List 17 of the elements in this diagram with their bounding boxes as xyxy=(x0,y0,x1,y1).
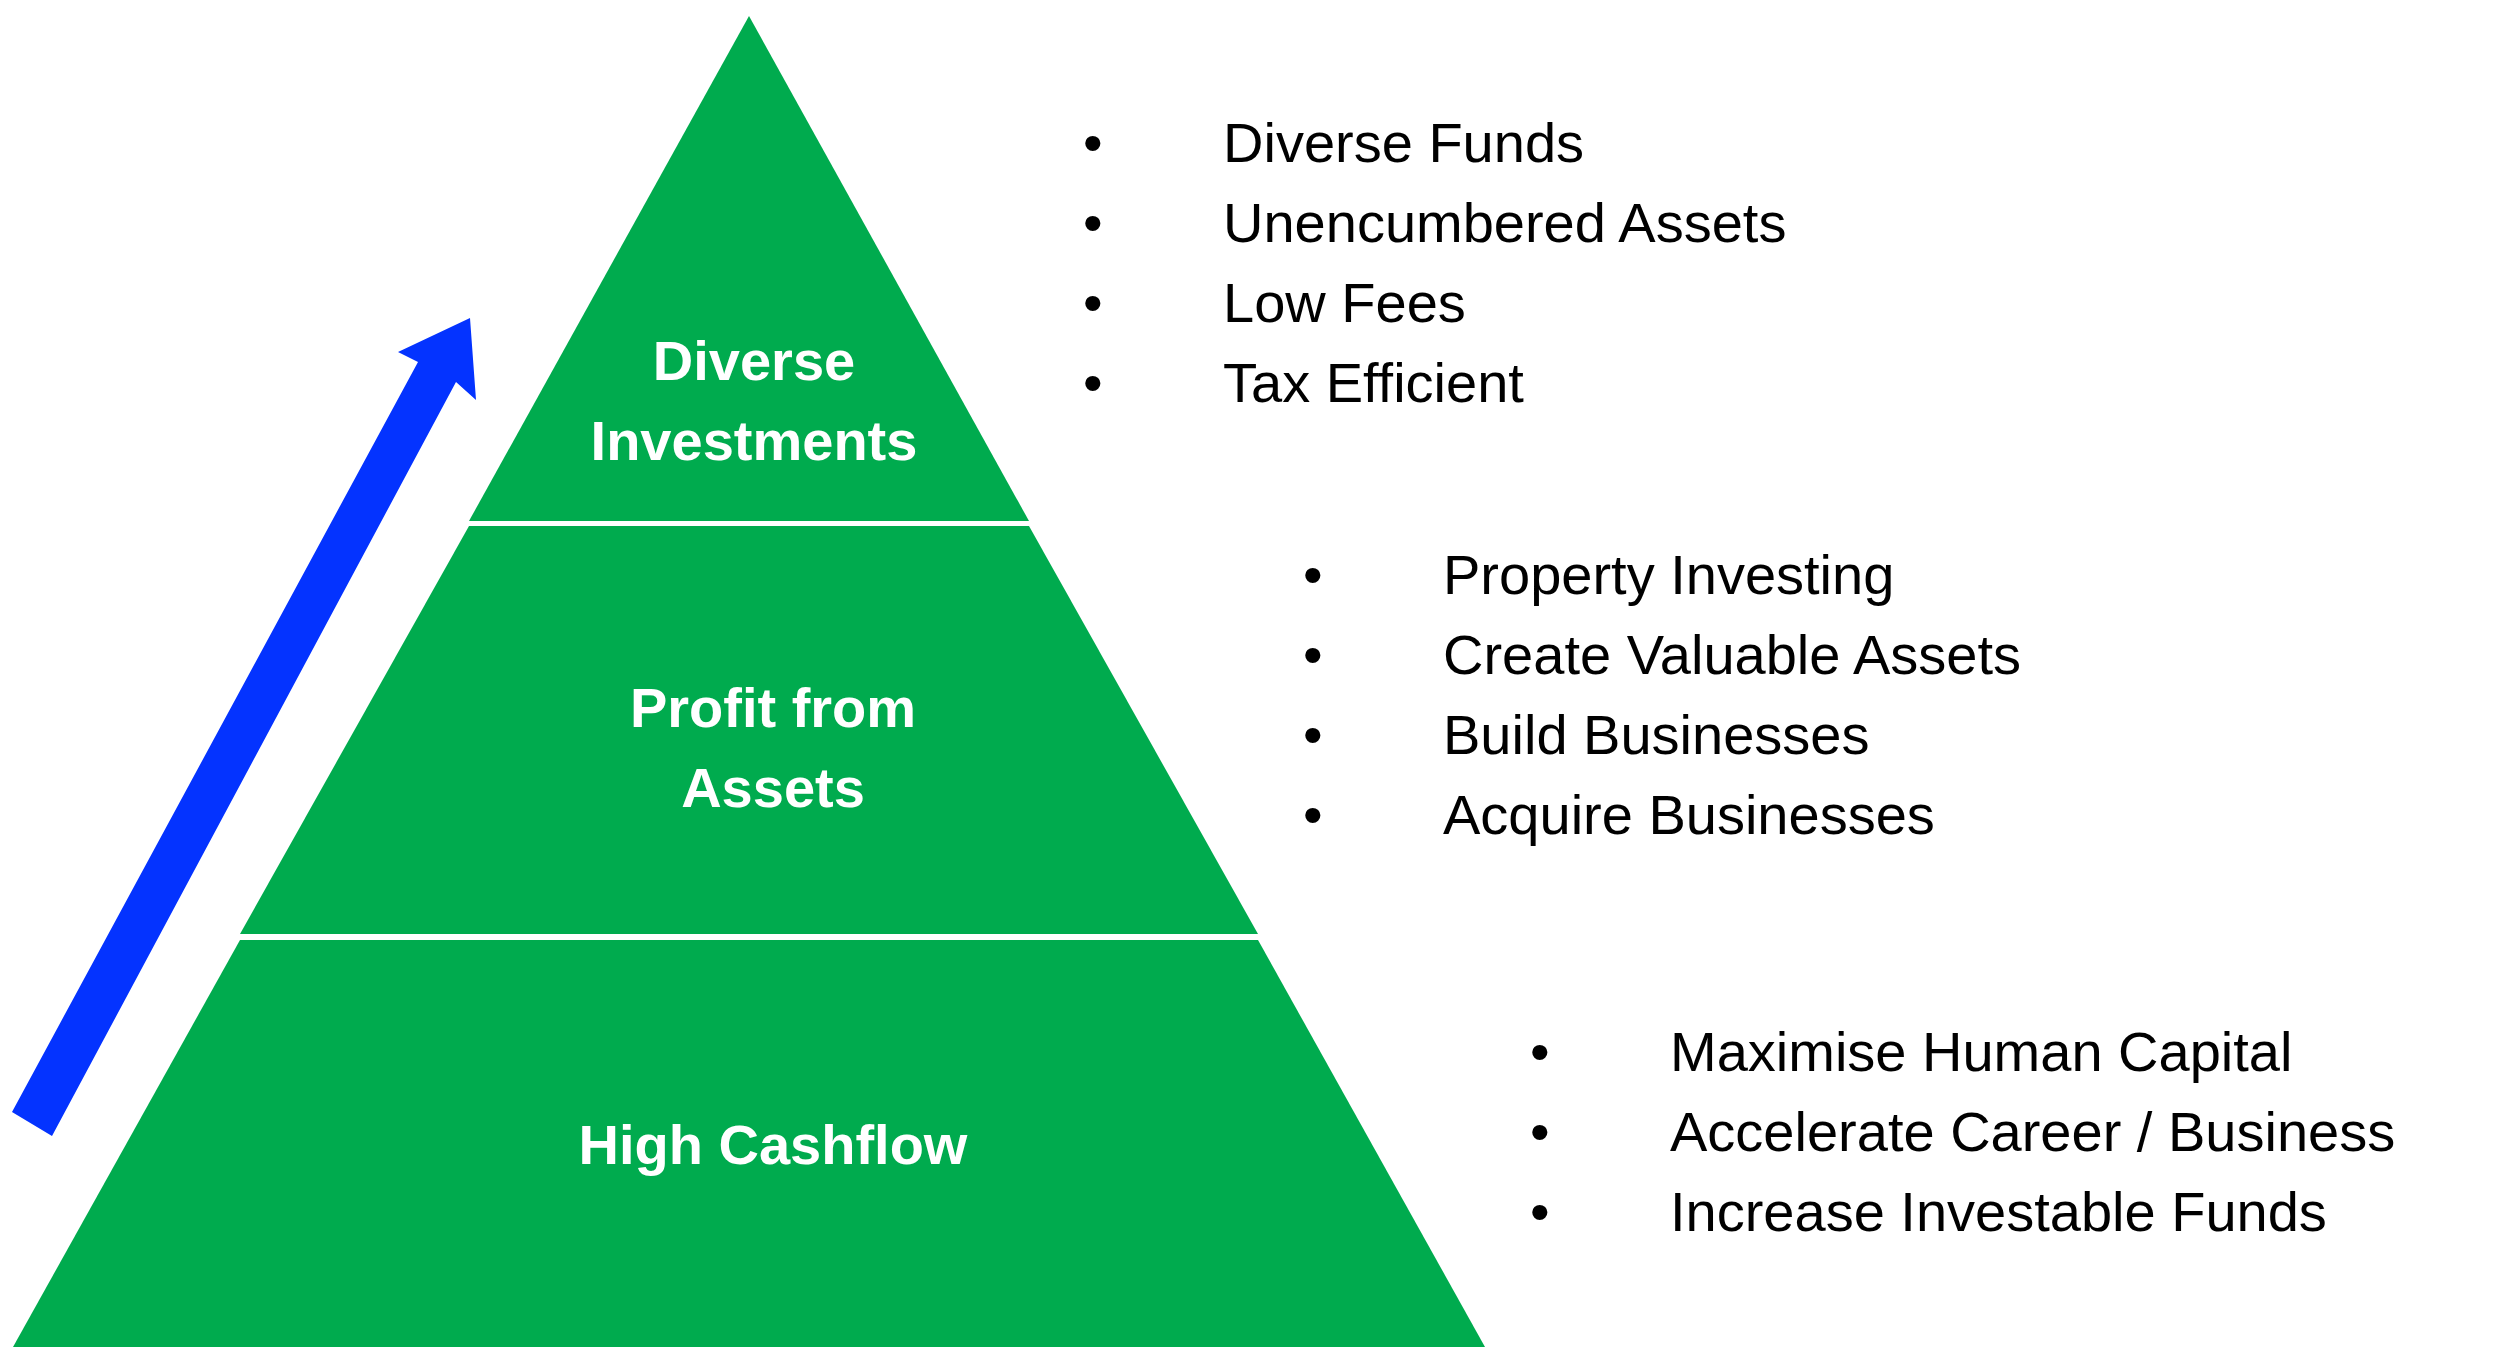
bullet-item: • Low Fees xyxy=(1083,270,1467,336)
bullet-item: • Acquire Businesses xyxy=(1303,782,1936,848)
bullet-item: • Diverse Funds xyxy=(1083,110,1586,176)
bullet-item: • Accelerate Career / Business xyxy=(1530,1099,2396,1165)
tier-label: High Cashflow xyxy=(577,1112,969,1178)
tier-label: Diverse Investments xyxy=(589,328,919,474)
bullet-item: • Property Investing xyxy=(1303,542,1896,608)
bullet-item: • Tax Efficient xyxy=(1083,350,1525,416)
bullet-item: • Create Valuable Assets xyxy=(1303,622,2021,688)
pyramid-tier xyxy=(13,940,1485,1347)
bullet-item: • Increase Investable Funds xyxy=(1530,1179,2328,1245)
bullet-item: • Build Businesses xyxy=(1303,702,1871,768)
bullet-item: • Unencumbered Assets xyxy=(1083,190,1787,256)
tier-label: Profit from Assets xyxy=(628,675,918,821)
pyramid-tier xyxy=(469,16,1029,521)
bullet-item: • Maximise Human Capital xyxy=(1530,1019,2294,1085)
pyramid-tier xyxy=(240,526,1258,934)
